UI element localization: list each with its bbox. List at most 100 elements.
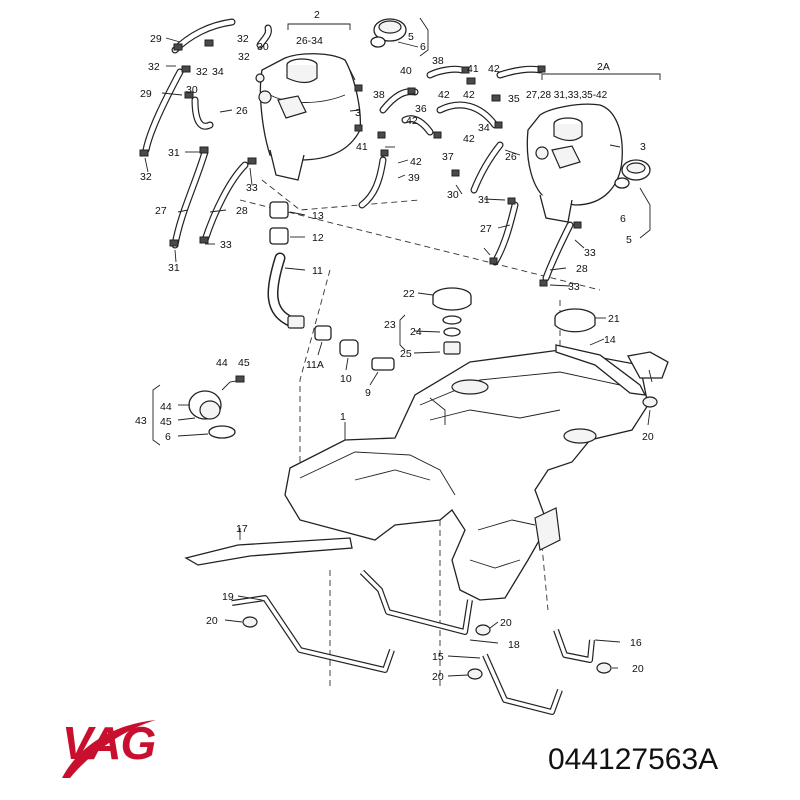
callout-22: 22 [403,288,415,300]
callout-18: 18 [508,639,520,651]
callout-32: 32 [237,33,249,45]
leader-lines [144,37,653,677]
callout-27: 27 [155,205,167,217]
callout-11: 11 [312,265,323,277]
callout-28: 28 [236,205,248,217]
callout-6: 6 [165,431,171,443]
fuel-cap-right [614,159,651,189]
callout-20: 20 [500,617,512,629]
callout-33: 33 [220,239,232,251]
callout-31: 31 [168,147,180,159]
callout-35: 35 [508,93,520,105]
vag-logo [62,720,156,778]
callout-26: 26 [505,151,517,163]
callout-30: 30 [257,41,269,53]
callout-43: 43 [135,415,147,427]
callout-41: 41 [467,63,479,75]
callout-20: 20 [642,431,654,443]
callout-20: 20 [432,671,444,683]
callout-16: 16 [630,637,642,649]
callout-41: 41 [356,141,368,153]
callout-14: 14 [604,334,616,346]
callout-3: 3 [640,141,646,153]
callout-42: 42 [463,89,475,101]
callout-2: 2 [314,9,320,21]
callout-39: 39 [408,172,420,184]
callout-30: 30 [186,84,198,96]
callout-33: 33 [246,182,258,194]
callout-1: 1 [340,411,346,423]
callout-13: 13 [312,210,324,222]
callout-5: 5 [408,31,414,43]
callout-6: 6 [420,41,426,53]
callout-17: 17 [236,523,248,535]
callout-25: 25 [400,348,412,360]
callout-45: 45 [160,416,172,428]
callout-45: 45 [238,357,250,369]
fuel-tank [284,349,649,601]
filler-neck-assembly-right [526,103,623,223]
callout-42: 42 [463,133,475,145]
callout-12: 12 [312,232,324,244]
callout-10: 10 [340,373,352,385]
callout-3: 3 [355,107,361,119]
callout-38: 38 [373,89,385,101]
callout-29: 29 [140,88,152,100]
callout-38: 38 [432,55,444,67]
mounting-nuts [242,396,658,680]
callout-5: 5 [626,234,632,246]
callout-19: 19 [222,591,234,603]
callout-31: 31 [478,194,490,206]
fuel-pump-module [188,375,245,439]
hose-clamps [139,39,582,287]
callout-37: 37 [442,151,454,163]
callout-26: 26 [236,105,248,117]
callout-9: 9 [365,387,371,399]
callout-20: 20 [632,663,644,675]
callout-44: 44 [216,357,228,369]
callout-33: 33 [584,247,596,259]
callout-27: 27 [480,223,492,235]
callout-2A: 2A [597,61,610,73]
callout-34: 34 [478,122,490,134]
callout-31: 31 [168,262,180,274]
callout-32: 32 [238,51,250,63]
callout-11A: 11A [306,359,324,371]
callout-28: 28 [576,263,588,275]
callout-32: 32 [148,61,160,73]
brand-name: VAG [62,717,156,769]
callout-24: 24 [410,326,422,338]
callout-42: 42 [438,89,450,101]
part-number: 044127563A [548,743,719,776]
callout-29: 29 [150,33,162,45]
fuel-cap-left [370,18,407,48]
callout-30: 30 [447,189,459,201]
callout-32: 32 [196,66,208,78]
callout-44: 44 [160,401,172,413]
callout-labels: 2 26-34 29 32 32 30 32 32 34 5 6 29 30 2… [135,9,654,683]
filler-pipe-parts [267,201,395,371]
swoosh-arc-icon [62,720,156,778]
fuel-sender-parts [432,287,596,355]
callout-40: 40 [400,65,412,77]
callout-21: 21 [608,313,620,325]
group-brackets [152,17,661,446]
callout-42: 42 [406,115,418,127]
callout-34: 34 [212,66,224,78]
callout-36: 36 [415,103,427,115]
callout-42: 42 [488,63,500,75]
callout-33: 33 [568,281,580,293]
callout-15: 15 [432,651,444,663]
filler-neck-assembly-left [255,53,361,181]
callout-23: 23 [384,319,396,331]
callout-6: 6 [620,213,626,225]
callout-42: 42 [410,156,422,168]
callout-26-34: 26-34 [296,35,323,47]
callout-32: 32 [140,171,152,183]
tank-straps [184,344,669,715]
breather-hoses [142,18,574,282]
callout-20: 20 [206,615,218,627]
callout-2A-range: 27,28 31,33,35-42 [526,90,608,101]
